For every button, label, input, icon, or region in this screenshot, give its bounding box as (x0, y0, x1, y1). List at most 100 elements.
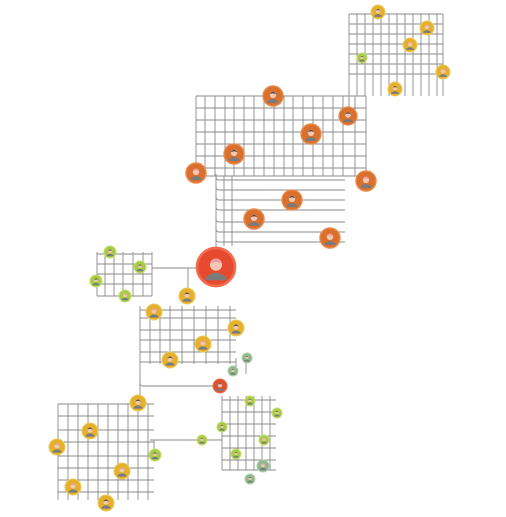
person-node[interactable] (262, 85, 284, 107)
connector-line (215, 204, 345, 211)
person-body-icon (267, 99, 279, 103)
person-node[interactable] (129, 394, 147, 412)
person-hair-icon (54, 443, 60, 446)
person-node[interactable] (230, 448, 242, 460)
person-hair-icon (200, 340, 206, 343)
person-hair-icon (245, 355, 249, 358)
person-body-icon (406, 47, 414, 50)
person-body-icon (149, 314, 159, 318)
person-hair-icon (440, 68, 446, 71)
person-hair-icon (70, 483, 76, 486)
person-node[interactable] (81, 422, 99, 440)
person-body-icon (216, 388, 224, 391)
person-body-icon (374, 14, 382, 17)
person-hair-icon (248, 398, 252, 401)
person-body-icon (205, 272, 227, 281)
person-hair-icon (87, 427, 93, 430)
person-node[interactable] (48, 438, 66, 456)
person-node[interactable] (243, 208, 265, 230)
person-body-icon (261, 441, 267, 444)
person-hair-icon (260, 463, 266, 466)
person-body-icon (391, 91, 399, 94)
person-node[interactable] (241, 352, 253, 364)
person-hair-icon (233, 324, 239, 327)
person-node[interactable] (300, 123, 322, 145)
person-node[interactable] (281, 189, 303, 211)
person-node[interactable] (319, 227, 341, 249)
person-node[interactable] (196, 434, 208, 446)
person-hair-icon (375, 8, 381, 11)
person-body-icon (360, 184, 372, 188)
person-node[interactable] (227, 365, 239, 377)
person-hair-icon (392, 85, 398, 88)
person-node[interactable] (97, 494, 115, 512)
person-hair-icon (220, 424, 224, 427)
person-body-icon (248, 222, 260, 226)
person-node[interactable] (271, 407, 283, 419)
person-node[interactable] (227, 319, 245, 337)
person-body-icon (259, 467, 267, 471)
person-node[interactable] (355, 170, 377, 192)
person-hair-icon (200, 437, 204, 440)
person-body-icon (305, 137, 317, 141)
person-node[interactable] (64, 478, 82, 496)
person-hair-icon (288, 195, 296, 199)
person-body-icon (182, 298, 192, 302)
person-body-icon (247, 480, 253, 483)
person-node[interactable] (258, 434, 270, 446)
person-body-icon (423, 30, 431, 33)
person-node[interactable] (103, 245, 117, 259)
person-body-icon (343, 118, 353, 123)
person-body-icon (52, 449, 62, 453)
connector-line (215, 184, 345, 191)
person-hair-icon (269, 91, 277, 95)
person-hair-icon (137, 264, 143, 267)
person-node[interactable] (194, 335, 212, 353)
person-node[interactable] (145, 303, 163, 321)
person-node[interactable] (387, 81, 403, 97)
person-node[interactable] (356, 52, 368, 64)
person-node[interactable] (216, 421, 228, 433)
person-body-icon (190, 176, 202, 180)
person-body-icon (244, 359, 250, 362)
person-node[interactable] (244, 395, 256, 407)
connector-line (215, 194, 345, 201)
person-body-icon (230, 372, 236, 375)
avatar-nodes (48, 4, 451, 512)
person-node[interactable] (256, 459, 270, 473)
person-node[interactable] (244, 473, 256, 485)
person-body-icon (199, 441, 205, 444)
person-hair-icon (184, 292, 190, 295)
person-node[interactable] (118, 289, 132, 303)
person-node[interactable] (148, 448, 162, 462)
person-node[interactable] (338, 106, 358, 126)
person-node[interactable] (435, 64, 451, 80)
person-hair-icon (307, 129, 315, 133)
person-hair-icon (192, 168, 200, 172)
person-body-icon (439, 74, 447, 77)
root-person-node[interactable] (195, 246, 237, 288)
person-hair-icon (119, 467, 125, 470)
person-body-icon (324, 241, 336, 245)
person-node[interactable] (370, 4, 386, 20)
person-node[interactable] (89, 274, 103, 288)
person-hair-icon (344, 112, 352, 115)
person-hair-icon (250, 214, 258, 218)
person-node[interactable] (419, 20, 435, 36)
person-node[interactable] (133, 260, 147, 274)
connector-line (139, 378, 220, 387)
person-node[interactable] (185, 162, 207, 184)
person-body-icon (106, 253, 114, 257)
person-hair-icon (362, 176, 370, 180)
connector-line (215, 174, 345, 181)
person-node[interactable] (402, 37, 418, 53)
person-node[interactable] (161, 351, 179, 369)
person-body-icon (231, 330, 241, 334)
person-node[interactable] (212, 378, 228, 394)
person-hair-icon (135, 399, 141, 402)
person-node[interactable] (178, 287, 196, 305)
person-node[interactable] (113, 462, 131, 480)
person-node[interactable] (223, 143, 245, 165)
person-hair-icon (424, 24, 430, 27)
person-hair-icon (217, 382, 223, 385)
